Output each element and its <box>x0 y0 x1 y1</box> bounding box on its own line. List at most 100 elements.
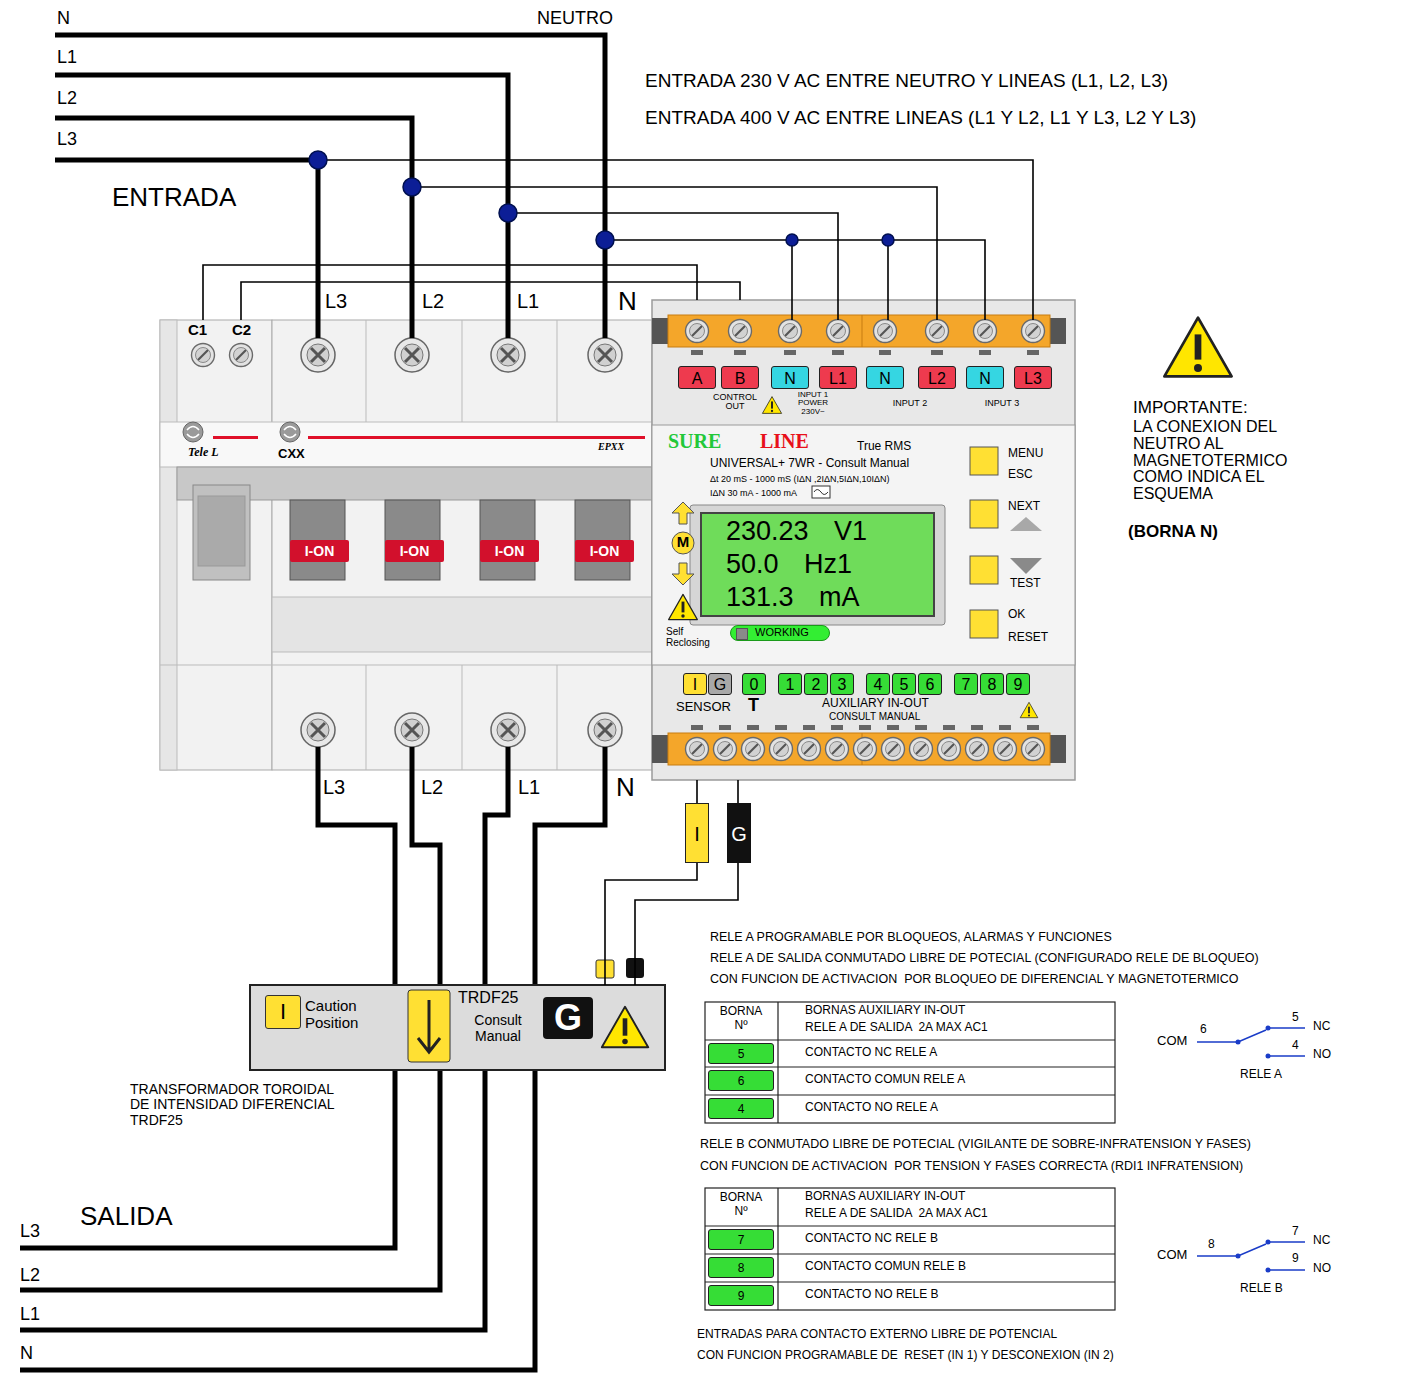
breaker-body: CXXEPXXI-ONI-ONI-ONI-ON <box>272 320 652 770</box>
relay-housing <box>652 300 1075 780</box>
wire-connector <box>241 282 740 320</box>
relay-housing-part <box>966 738 989 761</box>
terminal-tag: 1 <box>778 673 802 695</box>
relay-housing-part-part <box>747 725 759 730</box>
terminal-tag: 5 <box>892 673 916 695</box>
relay-housing-part <box>1022 320 1045 343</box>
annotation-text: SENSOR <box>676 700 731 715</box>
relay-housing-part-part <box>691 725 703 730</box>
relay-housing-part <box>1022 738 1045 761</box>
node-text: TRDF25 <box>458 989 518 1007</box>
annotation-text: CON FUNCION DE ACTIVACION POR BLOQUEO DE… <box>710 972 1239 986</box>
relay-housing-part-part <box>691 350 703 355</box>
terminal-tag: B <box>721 366 759 389</box>
node-text: WORKING <box>755 626 809 639</box>
annotation-text: L2 <box>421 776 443 799</box>
node-text: 50.0 Hz1 <box>726 549 852 580</box>
signal-wire-part <box>318 160 1033 320</box>
contact-table-part <box>705 1002 1115 1123</box>
node-text: EPXX <box>598 441 624 453</box>
toroid-housing-part <box>408 990 450 1062</box>
terminal-tag: N <box>866 366 904 389</box>
terminal-tag: N <box>966 366 1004 389</box>
terminal-tag: L1 <box>819 366 857 389</box>
relay-housing-part <box>729 320 752 343</box>
relay-housing-part <box>686 320 709 343</box>
breaker-housing <box>160 320 652 770</box>
annotation-text: CONTROL OUT <box>711 393 759 412</box>
node-text: G <box>543 997 593 1039</box>
relay-housing-part <box>926 320 949 343</box>
node-text: SURE <box>668 430 721 453</box>
terminal-tag: 8 <box>980 673 1004 695</box>
contact-table <box>705 1002 1115 1310</box>
relay-housing-part-part <box>943 725 955 730</box>
annotation-text: ENTRADA 230 V AC ENTRE NEUTRO Y LINEAS (… <box>645 70 1168 92</box>
node-text: Δt 20 mS - 1000 mS (IΔN ,2IΔN,5IΔN,10IΔN… <box>710 474 890 484</box>
relay-housing-part <box>970 556 998 584</box>
relay-housing-part <box>668 315 1050 347</box>
annotation-text: BORNA Nº <box>716 1191 766 1219</box>
relay-housing-part <box>974 320 997 343</box>
annotation-text: 6 <box>1200 1023 1207 1037</box>
breaker-housing-part <box>193 485 250 580</box>
relay-contact-symbol-part <box>1236 1254 1241 1259</box>
relay-housing-part <box>798 738 821 761</box>
node-text: Consult Manual <box>456 1012 540 1044</box>
relay-housing-part <box>970 610 998 638</box>
annotation-text: C1 <box>188 321 207 338</box>
relay-contact-symbol-part <box>1197 1028 1305 1056</box>
contact-table-part <box>705 1002 1115 1123</box>
relay-housing-part <box>827 320 850 343</box>
annotation-text: RELE B CONMUTADO LIBRE DE POTECIAL (VIGI… <box>700 1137 1251 1151</box>
node-text: IΔN 30 mA - 1000 mA <box>710 488 797 498</box>
annotation-text: T <box>748 695 759 716</box>
annotation-text: ENTRADAS PARA CONTACTO EXTERNO LIBRE DE … <box>697 1328 1057 1342</box>
status-button: I-ON <box>480 540 539 562</box>
annotation-text: TEST <box>1010 577 1041 591</box>
relay-housing-part <box>1050 735 1066 763</box>
annotation-text: RELE A PROGRAMABLE POR BLOQUEOS, ALARMAS… <box>710 930 1112 944</box>
breaker-housing-part <box>160 320 272 770</box>
relay-housing-part-part <box>999 725 1011 730</box>
annotation-text: COM <box>1157 1034 1187 1049</box>
annotation-text: NEXT <box>1008 500 1040 514</box>
toroid-housing-part <box>602 1007 648 1048</box>
terminal-tag: 3 <box>830 673 854 695</box>
relay-housing-part <box>672 563 694 585</box>
annotation-text: CONTACTO NC RELE B <box>805 1232 938 1246</box>
relay-housing-part <box>1020 702 1038 717</box>
relay-housing-part-part <box>931 350 943 355</box>
terminal-tag: 0 <box>742 673 766 695</box>
annotation-text: BORNAS AUXILIARY IN-OUT <box>805 1190 965 1204</box>
relay-housing-part <box>970 447 998 475</box>
annotation-text: OK <box>1008 608 1025 622</box>
node-text: Tele L <box>188 446 219 460</box>
status-button: I-ON <box>290 540 349 562</box>
annotation-text: LA CONEXION DEL NEUTRO AL MAGNETOTERMICO… <box>1133 419 1283 503</box>
table-cell: 5 <box>708 1043 774 1064</box>
annotation-text: M <box>672 533 694 550</box>
relay-housing-part <box>652 425 1075 665</box>
terminal-tag: A <box>678 366 716 389</box>
annotation-text: CON FUNCION DE ACTIVACION POR TENSION Y … <box>700 1159 1243 1173</box>
table-cell: 7 <box>708 1229 774 1250</box>
toroid-housing-part <box>418 1000 440 1052</box>
breaker-housing-part <box>187 427 199 438</box>
breaker-housing-part <box>272 597 652 652</box>
relay-housing-part <box>994 738 1017 761</box>
relay-housing-part <box>742 738 765 761</box>
toroid-housing <box>250 958 665 1070</box>
annotation-text: L3 <box>323 776 345 799</box>
annotation-text: NC <box>1313 1234 1330 1248</box>
annotation-text: L1 <box>57 47 77 68</box>
breaker-module: Tele L <box>160 320 272 770</box>
node-text: I-ON <box>290 540 349 562</box>
table-cell: 4 <box>708 1098 774 1119</box>
relay-contact-symbol-part <box>1266 1054 1271 1059</box>
terminal-tag: 2 <box>804 673 828 695</box>
relay-housing-part <box>669 594 698 619</box>
ground-terminal-box: G <box>543 997 593 1039</box>
relay-housing-part-part <box>879 350 891 355</box>
